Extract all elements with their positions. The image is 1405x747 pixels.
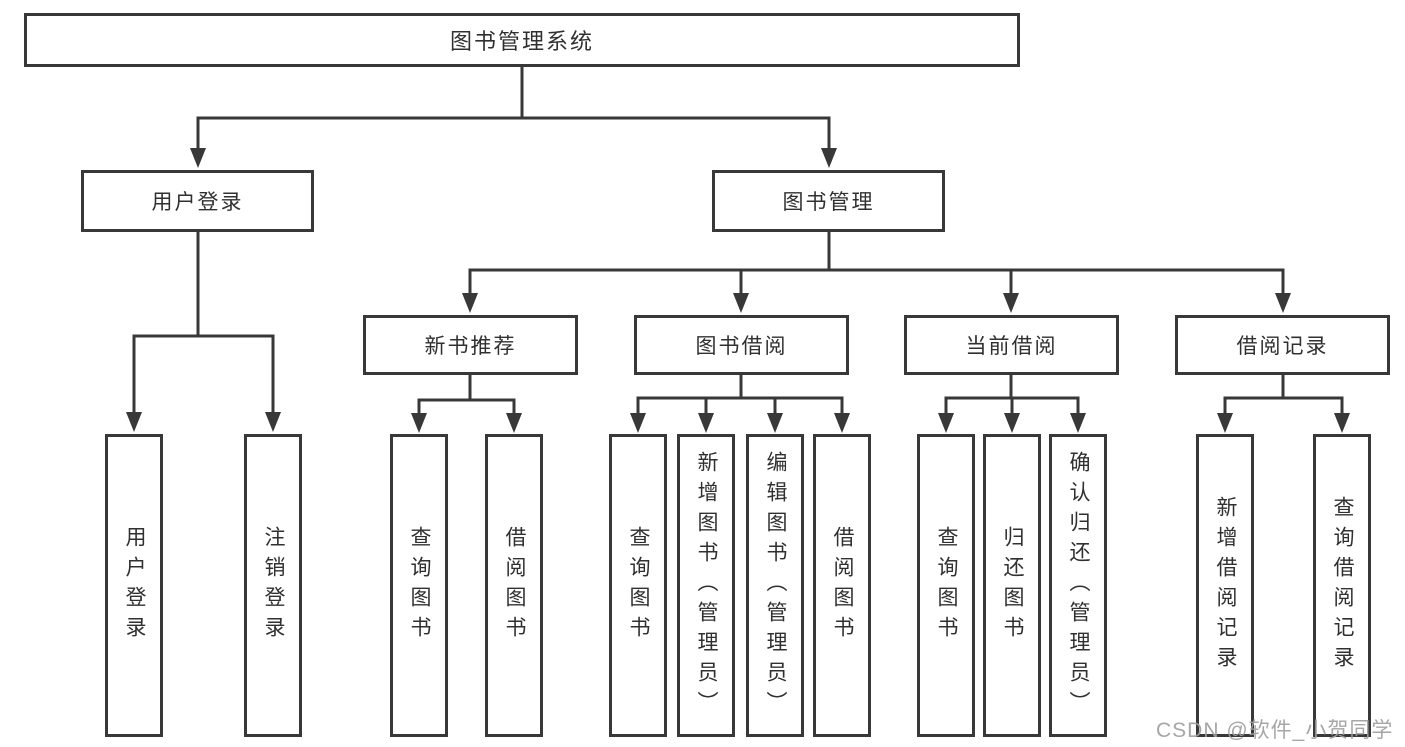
node-user-login-leaf: 用户登录 [105,434,163,737]
connector-borrowing-records-to-leaves [1217,373,1350,433]
node-query-books-current: 查询图书 [917,434,975,737]
node-return-books: 归还图书 [983,434,1041,737]
node-current-borrowing: 当前借阅 [904,315,1119,375]
connector-book-management-to-level3 [462,230,1291,313]
node-add-borrow-record: 新增借阅记录 [1196,434,1254,737]
connector-user-login-to-leaves [126,230,281,432]
node-user-login: 用户登录 [81,170,314,232]
node-add-books-admin: 新增图书（管理员） [677,434,735,737]
node-book-management-system: 图书管理系统 [24,13,1020,67]
connector-root-to-level2 [190,65,837,168]
node-query-borrow-record: 查询借阅记录 [1313,434,1371,737]
node-borrowing-records: 借阅记录 [1175,315,1390,375]
node-edit-books-admin: 编辑图书（管理员） [746,434,804,737]
node-new-book-recommendation: 新书推荐 [363,315,578,375]
node-book-management: 图书管理 [712,170,945,232]
node-query-books-borrowing: 查询图书 [609,434,667,737]
watermark: CSDN @软件_小贺同学 [1156,719,1394,742]
node-logout: 注销登录 [244,434,302,737]
connector-current-borrowing-to-leaves [938,373,1086,433]
connector-new-book-to-leaves [411,373,522,433]
node-borrow-books-borrowing: 借阅图书 [813,434,871,737]
node-book-borrowing: 图书借阅 [634,315,849,375]
node-confirm-return-admin: 确认归还（管理员） [1049,434,1107,737]
connector-book-borrowing-to-leaves [630,373,850,433]
node-borrow-books-recommend: 借阅图书 [485,434,543,737]
node-query-books-recommend: 查询图书 [390,434,448,737]
